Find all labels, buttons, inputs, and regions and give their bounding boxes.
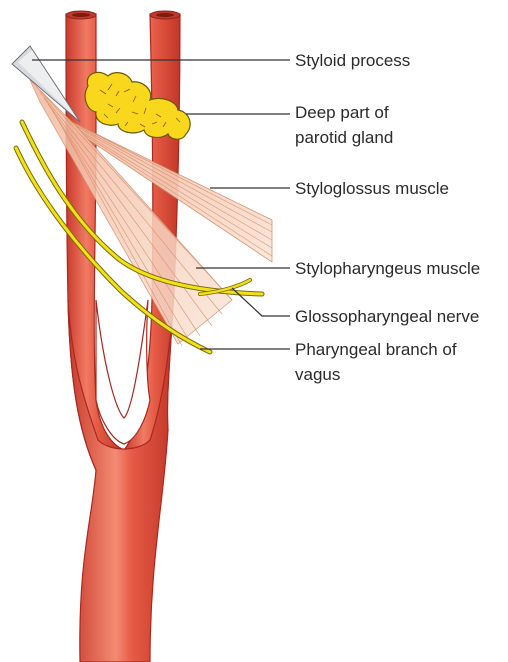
label-styloglossus-muscle: Styloglossus muscle — [295, 179, 449, 198]
label-parotid-gland: parotid gland — [295, 128, 393, 147]
bifurcation-crotch — [96, 300, 150, 444]
right-artery-lumen — [156, 13, 174, 17]
label-pharyngeal-branch-of: Pharyngeal branch of — [295, 340, 457, 359]
label-deep-part-of: Deep part of — [295, 103, 389, 122]
left-artery-lumen — [72, 13, 90, 17]
labels: Styloid process Deep part of parotid gla… — [295, 51, 480, 384]
label-vagus: vagus — [295, 365, 340, 384]
label-stylopharyngeus-muscle: Stylopharyngeus muscle — [295, 259, 480, 278]
label-glossopharyngeal-nerve: Glossopharyngeal nerve — [295, 307, 479, 326]
label-styloid-process: Styloid process — [295, 51, 410, 70]
